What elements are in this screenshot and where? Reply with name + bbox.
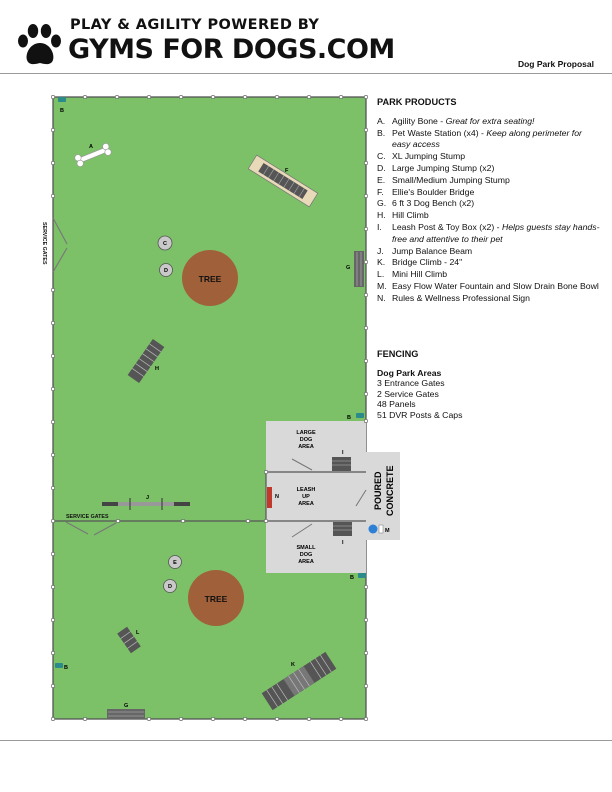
- marker-d-1: D: [164, 268, 168, 274]
- tree-top-label: TREE: [199, 274, 222, 284]
- xl-jumping-stump: [157, 235, 173, 251]
- marker-m: M: [385, 528, 390, 534]
- park-products-legend: PARK PRODUCTS A.Agility Bone - Great for…: [377, 97, 602, 305]
- fence-posts: [50, 95, 368, 721]
- marker-l: L: [136, 630, 140, 636]
- service-gates-label-vertical: SERVICE GATES: [41, 222, 47, 265]
- small-dog-area-label-1: SMALL: [297, 545, 317, 551]
- marker-d-2: D: [168, 584, 172, 590]
- service-gate-left: [52, 217, 68, 273]
- park-grass-area: [52, 96, 367, 720]
- document-title: Dog Park Proposal: [517, 59, 594, 69]
- waste-station-right: [356, 413, 364, 418]
- marker-k: K: [291, 662, 295, 668]
- water-fountain: [368, 524, 378, 534]
- service-gates-label: SERVICE GATES: [66, 514, 109, 520]
- tree-bottom: [188, 570, 244, 626]
- list-item: F.Ellie's Boulder Bridge: [377, 186, 475, 197]
- header-divider: [0, 73, 612, 74]
- list-item: A.Agility Bone - Great for extra seating…: [377, 115, 535, 126]
- fencing-subheading: Dog Park Areas: [377, 367, 442, 378]
- service-gate-middle: [65, 521, 117, 536]
- fencing-line: 3 Entrance Gates: [377, 378, 445, 388]
- jump-balance-beam: [102, 498, 190, 510]
- fencing-line: 51 DVR Posts & Caps: [377, 409, 463, 420]
- large-dog-area-label-2: DOG: [300, 437, 313, 443]
- list-item: C.XL Jumping Stump: [377, 151, 466, 162]
- large-dog-area-label-3: AREA: [298, 444, 314, 450]
- marker-g-1: G: [346, 265, 350, 271]
- fencing-line: 2 Service Gates: [377, 388, 439, 399]
- marker-i-2: I: [342, 540, 344, 546]
- list-item: I.Leash Post & Toy Box (x2) - Helps gues…: [377, 221, 600, 244]
- marker-g-2: G: [124, 703, 128, 709]
- list-item: K.Bridge Climb - 24": [377, 257, 463, 268]
- hill-climb: [127, 338, 165, 384]
- leash-up-area-label-2: UP: [302, 494, 310, 500]
- park-products-heading: PARK PRODUCTS: [377, 97, 457, 107]
- list-item: N.Rules & Wellness Professional Sign: [377, 292, 530, 303]
- list-item: L.Mini Hill Climb: [377, 269, 448, 280]
- poured-concrete-label-1: POURED: [373, 471, 383, 510]
- list-item: H.Hill Climb: [377, 210, 429, 221]
- leash-post-toy-box-small: [333, 522, 352, 536]
- leash-up-area-label-1: LEASH: [297, 487, 316, 493]
- marker-f: F: [285, 168, 289, 174]
- small-dog-area-label-2: DOG: [300, 552, 313, 558]
- tree-bottom-label: TREE: [205, 594, 228, 604]
- bridge-climb: [261, 651, 337, 711]
- rules-sign: [267, 487, 272, 508]
- mini-hill-climb: [117, 626, 141, 654]
- leash-post-toy-box-large: [332, 457, 351, 471]
- entrance-gate: [355, 489, 367, 507]
- leash-up-area-label-3: AREA: [298, 501, 314, 507]
- large-dog-area-label-1: LARGE: [296, 430, 316, 436]
- agility-bone: [74, 143, 112, 167]
- header: PLAY & AGILITY POWERED BY GYMS FOR DOGS.…: [0, 0, 612, 74]
- marker-b-3: B: [350, 575, 354, 581]
- list-item: M.Easy Flow Water Fountain and Slow Drai…: [377, 280, 599, 291]
- fencing-section: FENCING Dog Park Areas 3 Entrance Gates …: [377, 349, 577, 420]
- list-item: E.Small/Medium Jumping Stump: [377, 174, 510, 185]
- marker-e: E: [173, 560, 177, 566]
- dog-bench-right: [354, 251, 364, 287]
- poured-concrete-label-2: CONCRETE: [385, 465, 395, 516]
- large-jumping-stump-1: [159, 263, 173, 277]
- small-medium-jumping-stump: [168, 555, 182, 569]
- list-item: G.6 ft 3 Dog Bench (x2): [377, 198, 475, 209]
- list-item: J.Jump Balance Beam: [377, 245, 473, 256]
- list-item: D.Large Jumping Stump (x2): [377, 162, 495, 173]
- marker-h: H: [155, 366, 159, 372]
- waste-station-right-lower: [358, 573, 366, 578]
- marker-j: J: [146, 495, 149, 501]
- list-item: B.Pet Waste Station (x4) - Keep along pe…: [377, 127, 582, 150]
- park-products-list: A.Agility Bone - Great for extra seating…: [377, 116, 602, 305]
- marker-a: A: [89, 144, 93, 150]
- marker-i-1: I: [342, 450, 344, 456]
- marker-b-2: B: [347, 415, 351, 421]
- concrete-zone: [266, 421, 366, 573]
- brand-name: GYMS FOR DOGS.COM: [68, 34, 395, 65]
- marker-c: C: [163, 241, 167, 247]
- large-jumping-stump-2: [163, 579, 177, 593]
- footer-divider: [0, 740, 612, 741]
- waste-station-top-left: [58, 97, 66, 102]
- boulder-bridge: [247, 154, 319, 208]
- marker-b-1: B: [60, 108, 64, 114]
- marker-b-4: B: [64, 665, 68, 671]
- marker-n: N: [275, 494, 279, 500]
- slow-drain-bone-bowl: [378, 524, 384, 534]
- small-dog-area-label-3: AREA: [298, 559, 314, 565]
- waste-station-left: [55, 663, 63, 668]
- paw-print-icon: [18, 24, 61, 65]
- brand-tagline: PLAY & AGILITY POWERED BY: [70, 17, 320, 33]
- dog-bench-bottom: [107, 709, 145, 719]
- fencing-line: 48 Panels: [377, 399, 416, 409]
- fencing-heading: FENCING: [377, 349, 419, 359]
- tree-top: [182, 250, 238, 306]
